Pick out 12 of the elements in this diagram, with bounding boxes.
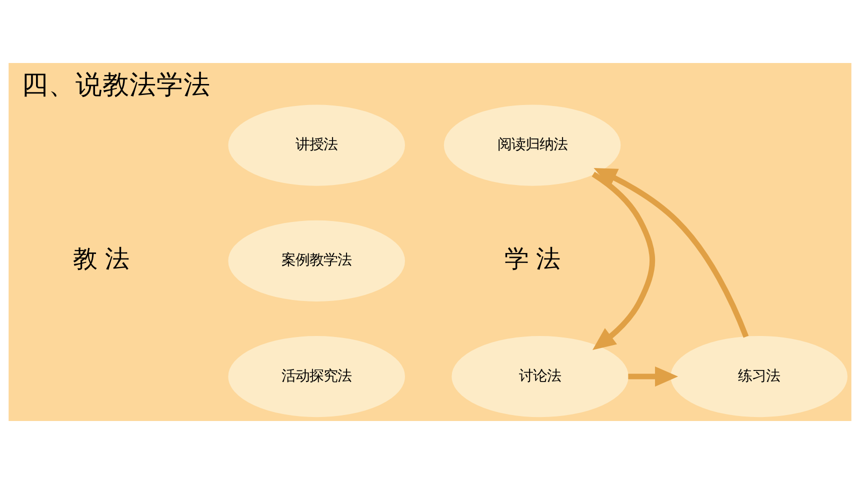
node-ellipse: 案例教学法: [228, 220, 405, 302]
node-ellipse: 活动探究法: [228, 336, 405, 418]
arrow: [628, 366, 678, 387]
node-ellipse: 练习法: [670, 336, 848, 418]
node-ellipse: 讨论法: [452, 336, 628, 418]
label: 教 法: [73, 244, 129, 274]
node-ellipse: 阅读归纳法: [444, 104, 621, 186]
node-ellipse: 讲授法: [228, 104, 405, 186]
arrow: [594, 168, 749, 338]
arrow: [592, 172, 656, 350]
label: 学 法: [504, 244, 560, 274]
diagram-title: 四、说教法学法: [21, 69, 210, 100]
